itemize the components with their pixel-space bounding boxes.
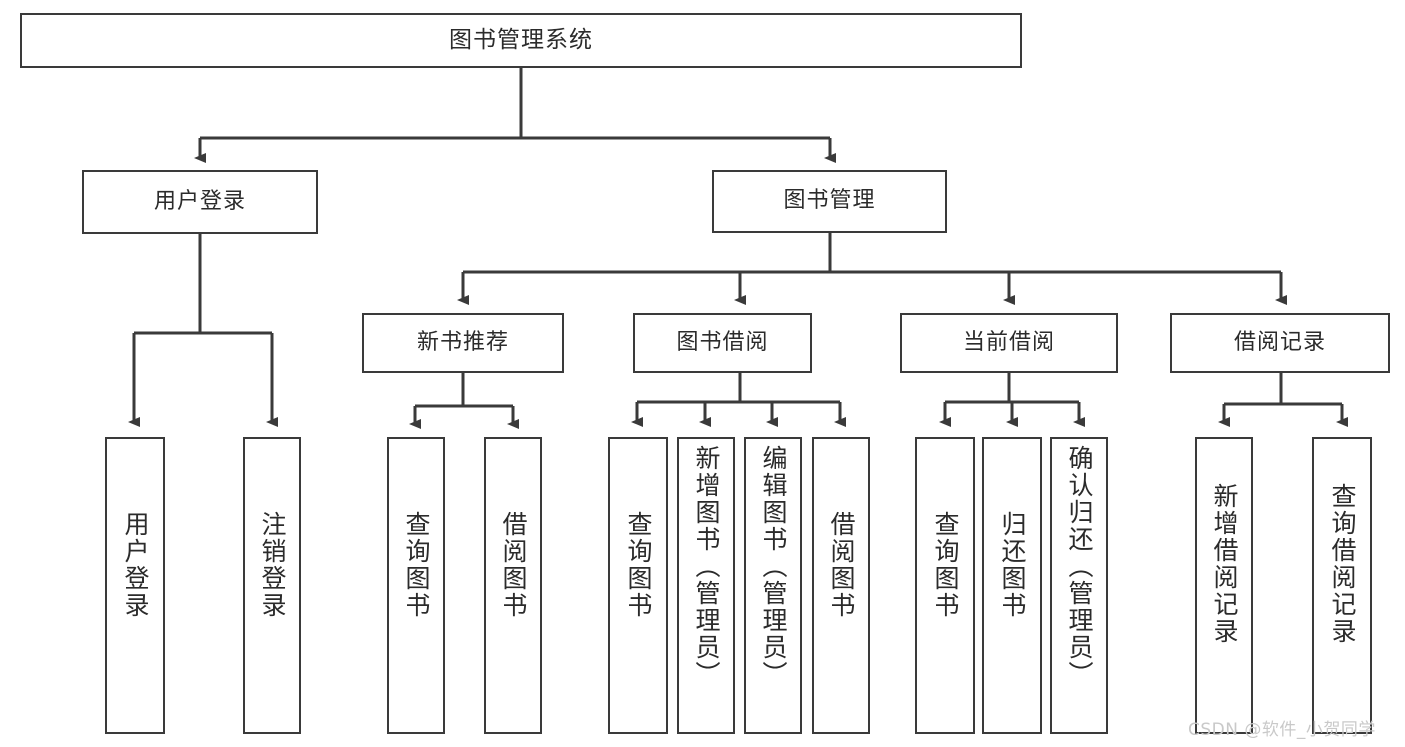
leaf-query-borrow-record[interactable]: 查询借阅记录 xyxy=(1312,437,1372,734)
node-root-system[interactable]: 图书管理系统 xyxy=(20,13,1022,68)
node-label: 编辑图书（管理员） xyxy=(759,445,788,688)
leaf-add-borrow-record[interactable]: 新增借阅记录 xyxy=(1195,437,1253,734)
node-label: 查询借阅记录 xyxy=(1328,483,1357,645)
node-label: 图书管理 xyxy=(783,188,876,214)
leaf-confirm-return-admin[interactable]: 确认归还（管理员） xyxy=(1050,437,1108,734)
node-label: 查询图书 xyxy=(402,511,431,619)
leaf-query-book-current[interactable]: 查询图书 xyxy=(915,437,975,734)
node-label: 新增图书（管理员） xyxy=(692,445,721,688)
node-label: 图书借阅 xyxy=(676,329,769,355)
node-book-borrow[interactable]: 图书借阅 xyxy=(633,313,812,373)
node-current-borrow[interactable]: 当前借阅 xyxy=(900,313,1118,373)
node-label: 用户登录 xyxy=(153,188,246,214)
node-label: 查询图书 xyxy=(624,511,653,619)
node-label: 新书推荐 xyxy=(416,329,509,355)
node-new-book-recommend[interactable]: 新书推荐 xyxy=(362,313,564,373)
leaf-borrow-book[interactable]: 借阅图书 xyxy=(812,437,870,734)
node-label: 图书管理系统 xyxy=(449,26,593,53)
node-label: 注销登录 xyxy=(258,511,287,619)
node-label: 用户登录 xyxy=(121,511,150,619)
leaf-query-book-recommend[interactable]: 查询图书 xyxy=(387,437,445,734)
node-label: 新增借阅记录 xyxy=(1210,483,1239,645)
node-user-login[interactable]: 用户登录 xyxy=(82,170,318,234)
node-label: 查询图书 xyxy=(931,511,960,619)
node-book-management[interactable]: 图书管理 xyxy=(712,170,947,233)
csdn-watermark: CSDN @软件_小贺同学 xyxy=(1188,720,1376,740)
leaf-add-book-admin[interactable]: 新增图书（管理员） xyxy=(677,437,735,734)
leaf-borrow-book-recommend[interactable]: 借阅图书 xyxy=(484,437,542,734)
node-label: 当前借阅 xyxy=(962,329,1055,355)
node-label: 归还图书 xyxy=(998,511,1027,619)
leaf-logout[interactable]: 注销登录 xyxy=(243,437,301,734)
node-borrow-record[interactable]: 借阅记录 xyxy=(1170,313,1390,373)
node-label: 确认归还（管理员） xyxy=(1065,445,1094,688)
leaf-user-login[interactable]: 用户登录 xyxy=(105,437,165,734)
node-label: 借阅图书 xyxy=(499,511,528,619)
node-label: 借阅记录 xyxy=(1233,329,1326,355)
leaf-edit-book-admin[interactable]: 编辑图书（管理员） xyxy=(744,437,802,734)
leaf-query-book-borrow[interactable]: 查询图书 xyxy=(608,437,668,734)
leaf-return-book[interactable]: 归还图书 xyxy=(982,437,1042,734)
node-label: 借阅图书 xyxy=(827,511,856,619)
